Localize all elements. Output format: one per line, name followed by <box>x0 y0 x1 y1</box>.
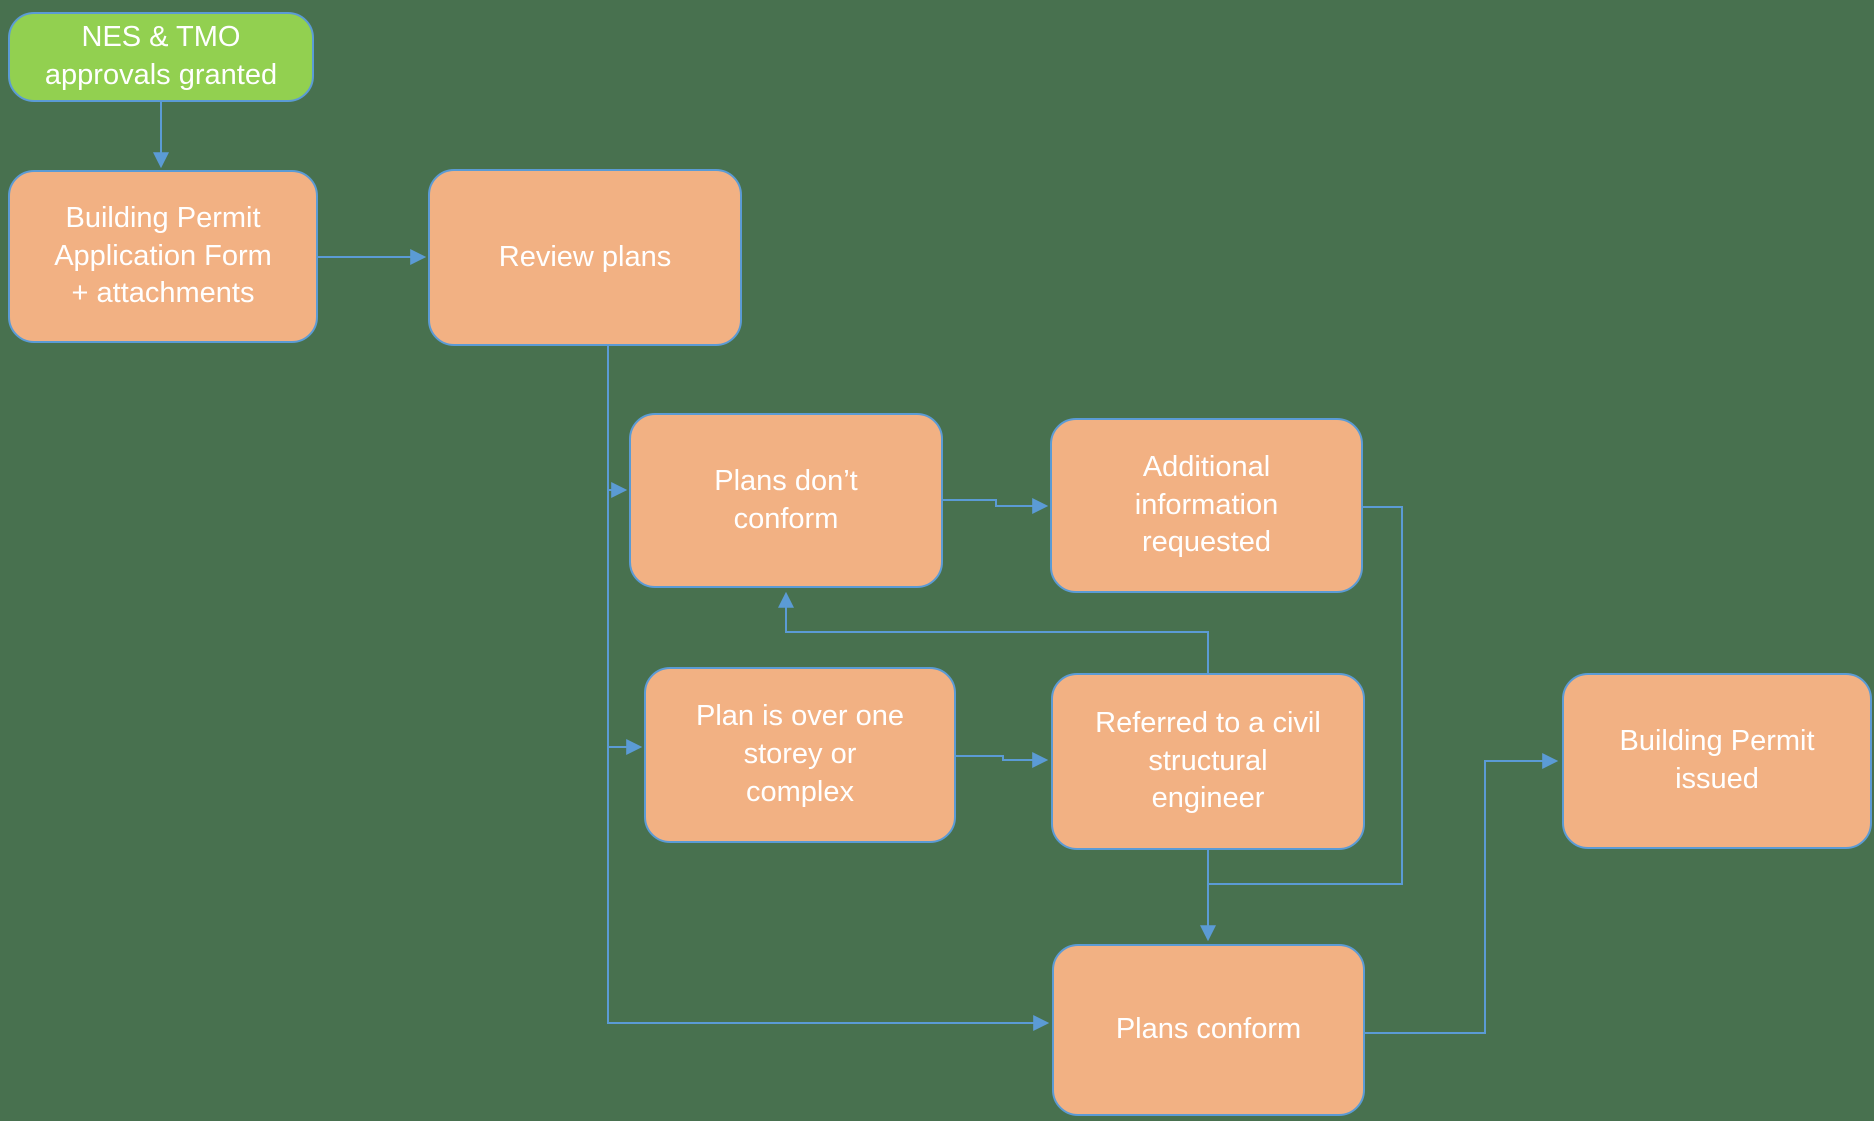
node-plan-over-one-storey-or-complex: Plan is over one storey or complex <box>644 667 956 843</box>
node-review-plans: Review plans <box>428 169 742 346</box>
node-building-permit-issued: Building Permit issued <box>1562 673 1872 849</box>
edge-over-storey-to-referred <box>956 752 1049 768</box>
edge-plans-conform-to-issued <box>1365 753 1559 1034</box>
edge-add-info-to-plans-conform <box>1209 506 1403 885</box>
edge-dont-conform-to-add-info <box>943 498 1049 514</box>
node-additional-information-requested: Additional information requested <box>1050 418 1363 593</box>
node-referred-to-civil-structural-engineer: Referred to a civil structural engineer <box>1051 673 1365 850</box>
node-building-permit-application-form: Building Permit Application Form + attac… <box>8 170 318 343</box>
edge-review-to-plans-conform <box>607 346 1050 1031</box>
node-plans-dont-conform: Plans don’t conform <box>629 413 943 588</box>
edge-referred-to-plans-dont-conform <box>778 591 1209 673</box>
node-plans-conform: Plans conform <box>1052 944 1365 1116</box>
node-nes-tmo-approvals-granted: NES & TMO approvals granted <box>8 12 314 102</box>
